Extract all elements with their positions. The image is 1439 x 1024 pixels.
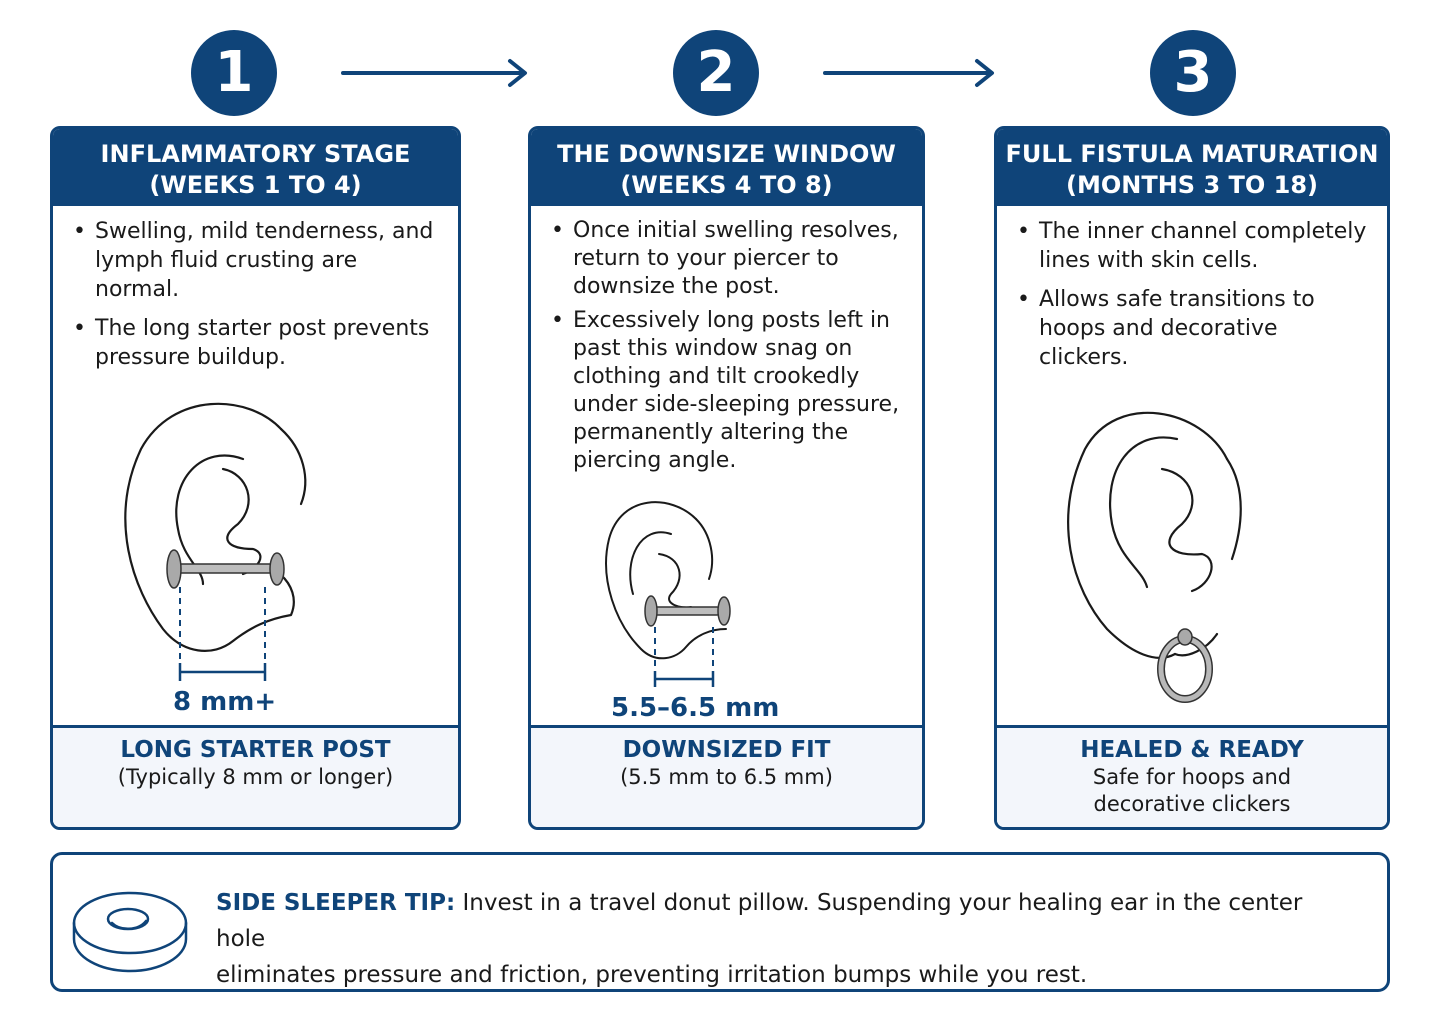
bullet-item: Once initial swelling resolves, return t… <box>551 217 902 301</box>
stage-title: FULL FISTULA MATURATION <box>1005 140 1379 168</box>
stage-bullets: Swelling, mild tenderness, and lymph flu… <box>73 217 438 382</box>
jewelry-detail: decorative clickers <box>1093 792 1291 816</box>
jewelry-type: HEALED & READY <box>1080 737 1304 763</box>
donut-pillow-icon <box>72 891 188 973</box>
side-sleeper-tip: SIDE SLEEPER TIP: Invest in a travel don… <box>50 852 1390 992</box>
jewelry-type: LONG STARTER POST <box>120 737 391 763</box>
stage-card-downsize: THE DOWNSIZE WINDOW (WEEKS 4 TO 8) Once … <box>528 126 925 830</box>
jewelry-detail: (Typically 8 mm or longer) <box>117 765 394 789</box>
jewelry-type: DOWNSIZED FIT <box>622 737 831 763</box>
tip-line-2: eliminates pressure and friction, preven… <box>216 962 1088 988</box>
tip-text: SIDE SLEEPER TIP: Invest in a travel don… <box>216 885 1336 993</box>
bullet-item: Allows safe transitions to hoops and dec… <box>1017 285 1367 372</box>
stage-header: FULL FISTULA MATURATION (MONTHS 3 TO 18) <box>997 129 1387 206</box>
stage-card-inflammatory: INFLAMMATORY STAGE (WEEKS 1 TO 4) Swelli… <box>50 126 461 830</box>
stage-period: (MONTHS 3 TO 18) <box>1066 171 1318 199</box>
ear-illustration <box>605 501 731 687</box>
jewelry-detail: (5.5 mm to 6.5 mm) <box>620 765 833 789</box>
stage-period: (WEEKS 1 TO 4) <box>149 171 362 199</box>
hoop-icon <box>1157 628 1213 703</box>
arrow-right-icon <box>823 59 994 87</box>
stage-footer: DOWNSIZED FIT (5.5 mm to 6.5 mm) <box>531 725 922 827</box>
step-3-number: 3 <box>1150 30 1236 116</box>
measurement-label: 5.5–6.5 mm <box>611 693 780 723</box>
ear-outline-icon <box>605 501 727 660</box>
short-barbell-icon <box>644 595 731 687</box>
stage-bullets: The inner channel completely lines with … <box>1017 217 1367 382</box>
jewelry-detail: Safe for hoops and <box>1092 765 1292 789</box>
stage-title: THE DOWNSIZE WINDOW <box>557 140 896 168</box>
step-1-number: 1 <box>191 30 277 116</box>
stage-footer: HEALED & READY Safe for hoops and decora… <box>997 725 1387 827</box>
stage-period: (WEEKS 4 TO 8) <box>620 171 833 199</box>
arrow-right-icon <box>341 59 527 87</box>
measurement-label: 8 mm+ <box>173 687 277 717</box>
long-barbell-icon <box>166 549 285 681</box>
stage-card-maturation: FULL FISTULA MATURATION (MONTHS 3 TO 18)… <box>994 126 1390 830</box>
step-2-number: 2 <box>673 30 759 116</box>
bullet-item: The inner channel completely lines with … <box>1017 217 1367 275</box>
bullet-item: The long starter post prevents pressure … <box>73 314 438 372</box>
ear-outline-icon <box>124 402 307 652</box>
stage-title: INFLAMMATORY STAGE <box>100 140 411 168</box>
ear-illustration <box>1067 411 1242 703</box>
bullet-item: Excessively long posts left in past this… <box>551 307 902 475</box>
stage-header: INFLAMMATORY STAGE (WEEKS 1 TO 4) <box>53 129 458 206</box>
stage-bullets: Once initial swelling resolves, return t… <box>551 217 902 481</box>
tip-label: SIDE SLEEPER TIP: <box>216 890 456 916</box>
ear-illustration <box>124 402 307 681</box>
ear-outline-icon <box>1067 411 1242 659</box>
stage-header: THE DOWNSIZE WINDOW (WEEKS 4 TO 8) <box>531 129 922 206</box>
tip-line-1: Invest in a travel donut pillow. Suspend… <box>216 890 1303 952</box>
bullet-item: Swelling, mild tenderness, and lymph flu… <box>73 217 438 304</box>
stage-footer: LONG STARTER POST (Typically 8 mm or lon… <box>53 725 458 827</box>
